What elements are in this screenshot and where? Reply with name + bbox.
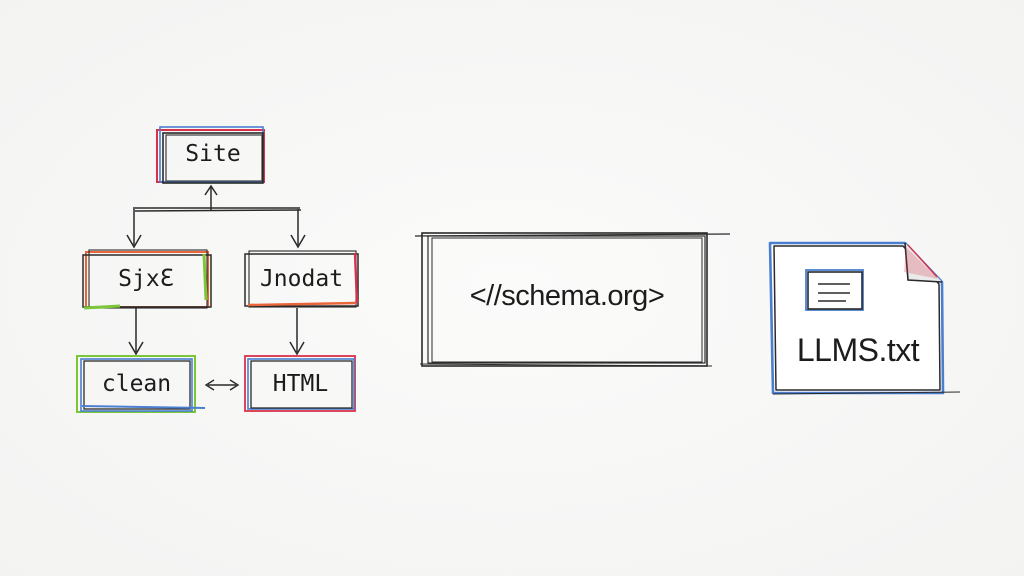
llms-document-icon: [768, 241, 961, 395]
node-sjxe: Sjxℇ: [118, 266, 174, 292]
node-jnodat: Jnodat: [259, 266, 344, 292]
schema-box: [414, 232, 731, 367]
node-html: HTML: [272, 371, 329, 397]
site-box: [156, 126, 265, 184]
html-box: [244, 355, 356, 412]
node-site: Site: [185, 141, 241, 167]
node-clean: clean: [101, 371, 172, 397]
node-llms: LLMS.txt: [796, 332, 920, 368]
text-lines-icon: [805, 269, 864, 311]
tree-connectors: [126, 184, 306, 356]
bidirectional-arrow: [204, 379, 240, 391]
jnodat-box: [244, 250, 359, 308]
node-schema: <//schema.org>: [469, 280, 665, 312]
clean-box: [76, 355, 206, 413]
sjxe-box: [82, 249, 212, 310]
